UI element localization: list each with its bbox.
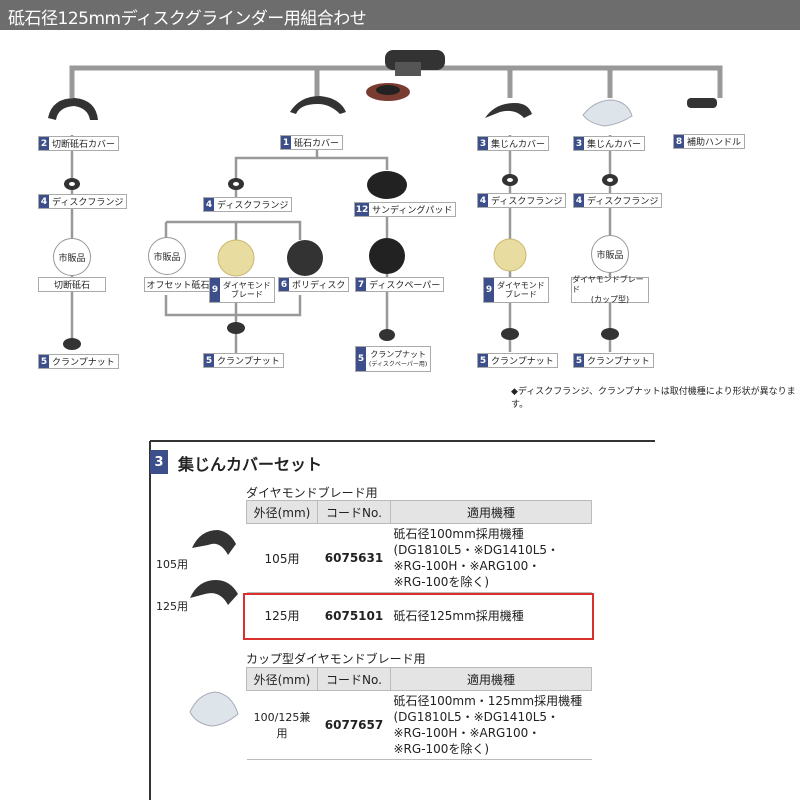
clamp-nut-label: 5 クランプナット bbox=[203, 353, 284, 368]
col-header-diameter: 外径(mm) bbox=[246, 667, 318, 691]
cell-models: 砥石径100mm・125mm採用機種 (DG1810L5・※DG1410L5・ … bbox=[390, 690, 592, 760]
cup-diamond-blade-subheading: カップ型ダイヤモンドブレード用 bbox=[246, 652, 426, 666]
disc-flange-label: 4 ディスクフランジ bbox=[203, 197, 293, 212]
dust-cover-label: 3 集じんカバー bbox=[477, 136, 550, 151]
diamond-blade-label: 9 ダイヤモンドブレード bbox=[209, 277, 275, 303]
col-header-code: コードNo. bbox=[317, 667, 391, 691]
col-header-models: 適用機種 bbox=[390, 667, 592, 691]
diamond-blade-label: 9 ダイヤモンドブレード bbox=[483, 277, 549, 303]
cutoff-cover-label: 2 切断砥石カバー bbox=[38, 136, 120, 151]
diamond-blade-text: ダイヤモンドブレード bbox=[497, 281, 545, 299]
section-title: 集じんカバーセット bbox=[178, 455, 323, 474]
wheel-cover-label: 1 砥石カバー bbox=[280, 135, 344, 150]
highlight-box bbox=[243, 593, 594, 640]
poly-disc-label: 6 ポリディスク bbox=[278, 277, 350, 292]
commercial-item-circle: 市販品 bbox=[591, 235, 629, 273]
table-row: 105用 6075631 砥石径100mm採用機種 (DG1810L5・※DG1… bbox=[246, 523, 592, 593]
page-title: 砥石径125mmディスクグラインダー用組合わせ bbox=[8, 9, 367, 29]
col-header-models: 適用機種 bbox=[390, 500, 592, 524]
cell-models: 砥石径100mm採用機種 (DG1810L5・※DG1410L5・ ※RG-10… bbox=[390, 523, 592, 593]
clamp-nut-label: 5 クランプナット bbox=[573, 353, 654, 368]
size-label-125: 125用 bbox=[156, 600, 188, 613]
disc-flange-label: 4 ディスクフランジ bbox=[38, 194, 128, 209]
cell-models: 砥石径125mm採用機種 bbox=[390, 592, 592, 639]
commercial-item-circle: 市販品 bbox=[53, 238, 91, 276]
size-label-105: 105用 bbox=[156, 558, 188, 571]
cup-diamond-blade-label: ダイヤモンドブレード (カップ型) bbox=[571, 275, 649, 304]
sanding-pad-label: 12 サンディングパッド bbox=[354, 202, 457, 217]
dust-cover-label: 3 集じんカバー bbox=[573, 136, 646, 151]
footnote: ◆ディスクフランジ、クランプナットは取付機種により形状が異なります。 bbox=[511, 387, 796, 410]
clamp-nut-label: 5 クランプナット bbox=[38, 354, 119, 369]
commercial-item-circle: 市販品 bbox=[148, 237, 186, 275]
diamond-blade-subheading: ダイヤモンドブレード用 bbox=[246, 486, 378, 500]
dust-cover-set-heading: 3 集じんカバーセット bbox=[150, 442, 655, 482]
cup-diamond-blade-table: 外径(mm) コードNo. 適用機種 100/125兼用 6077657 砥石径… bbox=[246, 667, 592, 760]
cell-diameter: 125用 bbox=[246, 592, 318, 639]
col-header-code: コードNo. bbox=[317, 500, 391, 524]
table-header-row: 外径(mm) コードNo. 適用機種 bbox=[246, 667, 592, 691]
grinder-image bbox=[366, 50, 445, 101]
cell-diameter: 100/125兼用 bbox=[246, 690, 318, 760]
disc-paper-label: 7 ディスクペーパー bbox=[355, 277, 445, 292]
col-header-diameter: 外径(mm) bbox=[246, 500, 318, 524]
cell-diameter: 105用 bbox=[246, 523, 318, 593]
cell-code: 6075631 bbox=[317, 523, 391, 593]
aux-handle-label: 8 補助ハンドル bbox=[673, 134, 746, 149]
cell-code: 6075101 bbox=[317, 592, 391, 639]
disc-flange-label: 4 ディスクフランジ bbox=[573, 193, 663, 208]
diamond-blade-table: 外径(mm) コードNo. 適用機種 105用 6075631 砥石径100mm… bbox=[246, 500, 592, 639]
disc-flange-label: 4 ディスクフランジ bbox=[477, 193, 567, 208]
table-header-row: 外径(mm) コードNo. 適用機種 bbox=[246, 500, 592, 524]
cutoff-wheel-label: 切断砥石 bbox=[38, 277, 106, 292]
clamp-nut-paper-label: 5 クランプナット(ディスクペーパー用) bbox=[355, 346, 432, 372]
table-row: 100/125兼用 6077657 砥石径100mm・125mm採用機種 (DG… bbox=[246, 690, 592, 760]
section-number: 3 bbox=[150, 450, 168, 474]
diamond-blade-text: ダイヤモンドブレード bbox=[223, 281, 271, 299]
page-header: 砥石径125mmディスクグラインダー用組合わせ bbox=[0, 0, 800, 30]
table-row: 125用 6075101 砥石径125mm採用機種 bbox=[246, 592, 592, 639]
cell-code: 6077657 bbox=[317, 690, 391, 760]
clamp-nut-label: 5 クランプナット bbox=[477, 353, 558, 368]
clamp-nut-paper-text: クランプナット(ディスクペーパー用) bbox=[369, 349, 428, 368]
